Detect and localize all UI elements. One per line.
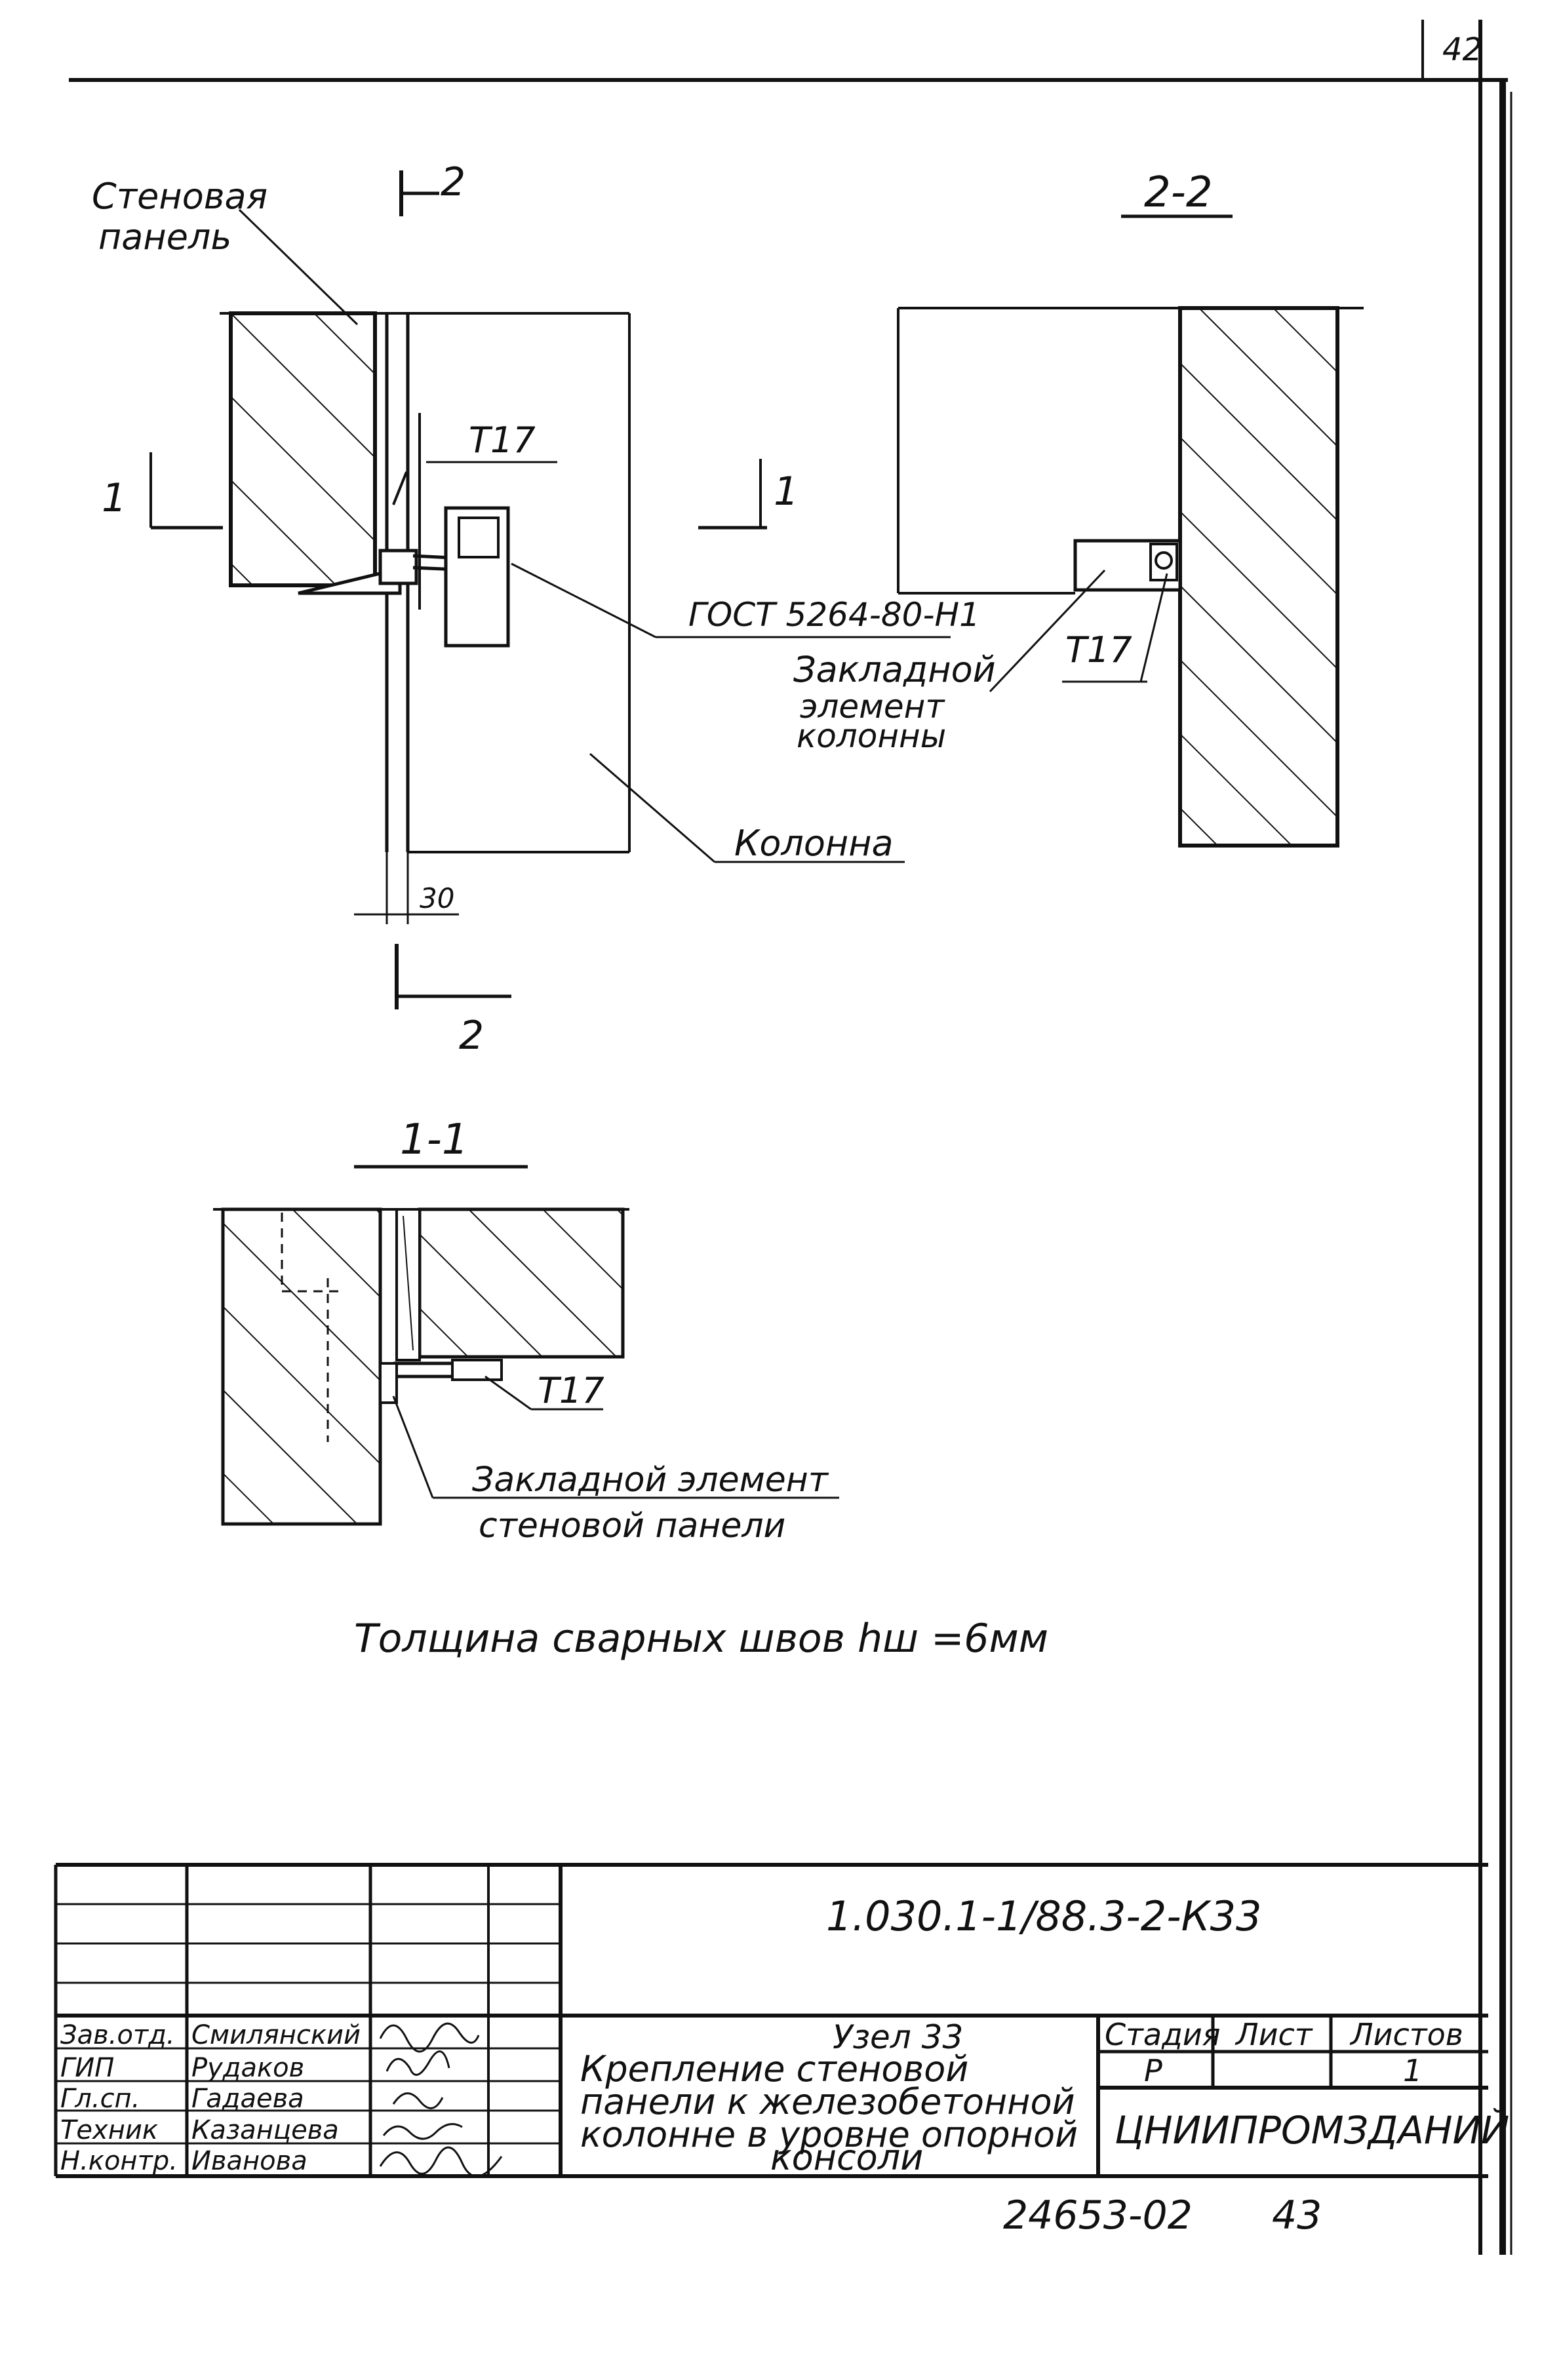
name-2: Гадаева: [191, 2084, 304, 2114]
signatures: [379, 2022, 503, 2177]
panel-section-2-2: [1178, 306, 1339, 848]
role-1: ГИП: [60, 2053, 114, 2083]
sheet-number: 42: [1442, 31, 1482, 68]
cut-mark-1-right: 1: [774, 469, 799, 515]
label-wall-panel-2: панель: [98, 216, 231, 258]
sheets-header: Листов: [1349, 2017, 1463, 2052]
desc-line-2: панели к железобетонной: [580, 2081, 1075, 2122]
desc-line-1: Крепление стеновой: [580, 2048, 968, 2090]
node-title: Узел 33: [833, 2018, 963, 2056]
column-section-1-1: [418, 1207, 625, 1359]
page-number: 43: [1272, 2193, 1322, 2238]
sheet-frame: [69, 20, 1512, 2255]
section-2-2-title: 2-2: [1144, 168, 1213, 217]
label-t17-right: Т17: [1065, 629, 1132, 671]
desc-line-4: консоли: [770, 2137, 923, 2178]
label-embedded-panel-2: стеновой панели: [479, 1506, 785, 1546]
name-4: Иванова: [191, 2146, 307, 2176]
label-embedded-column-2: элемент: [800, 688, 945, 726]
label-wall-panel: Стеновая: [92, 176, 267, 217]
wall-panel-section: [229, 311, 377, 587]
label-embedded-column-1: Закладной: [793, 649, 996, 690]
doc-number: 24653-02: [1003, 2193, 1193, 2238]
stage-value: Р: [1144, 2053, 1162, 2088]
section-mark-2-top: 2: [441, 159, 465, 205]
weld-thickness-note: Толщина сварных швов hш =6мм: [354, 1616, 1048, 1662]
section-1-1-title: 1-1: [400, 1116, 469, 1164]
role-0: Зав.отд.: [60, 2020, 175, 2050]
organization: ЦНИИПРОМЗДАНИЙ: [1115, 2107, 1509, 2153]
role-2: Гл.сп.: [60, 2084, 140, 2114]
section-mark-2-bottom: 2: [459, 1013, 484, 1059]
desc-line-3: колонне в уровне опорной: [580, 2114, 1078, 2155]
view-section-2-2: [698, 214, 1364, 848]
stage-header: Стадия: [1105, 2017, 1220, 2052]
designation: 1.030.1-1/88.3-2-К33: [826, 1892, 1262, 1940]
label-t17-top: Т17: [469, 419, 536, 461]
label-embedded-column-3: колонны: [797, 717, 946, 755]
view-elevation: [149, 170, 951, 1009]
name-3: Казанцева: [191, 2115, 339, 2145]
name-1: Рудаков: [191, 2053, 304, 2083]
label-gost: ГОСТ 5264-80-Н1: [688, 596, 980, 634]
dimension-30: 30: [420, 882, 454, 914]
role-4: Н.контр.: [60, 2146, 178, 2176]
view-section-1-1: [213, 1165, 839, 1526]
title-block: [54, 1863, 1488, 2178]
role-3: Техник: [60, 2115, 158, 2145]
panel-section-1-1: [221, 1207, 382, 1526]
sheets-value: 1: [1403, 2053, 1422, 2088]
sheet-header: Лист: [1235, 2017, 1313, 2052]
label-embedded-panel-1: Закладной элемент: [472, 1460, 829, 1500]
label-column: Колонна: [734, 823, 894, 864]
cut-mark-1-left: 1: [102, 475, 127, 521]
label-t17-bottom: Т17: [538, 1370, 604, 1411]
name-0: Смилянский: [191, 2020, 361, 2050]
